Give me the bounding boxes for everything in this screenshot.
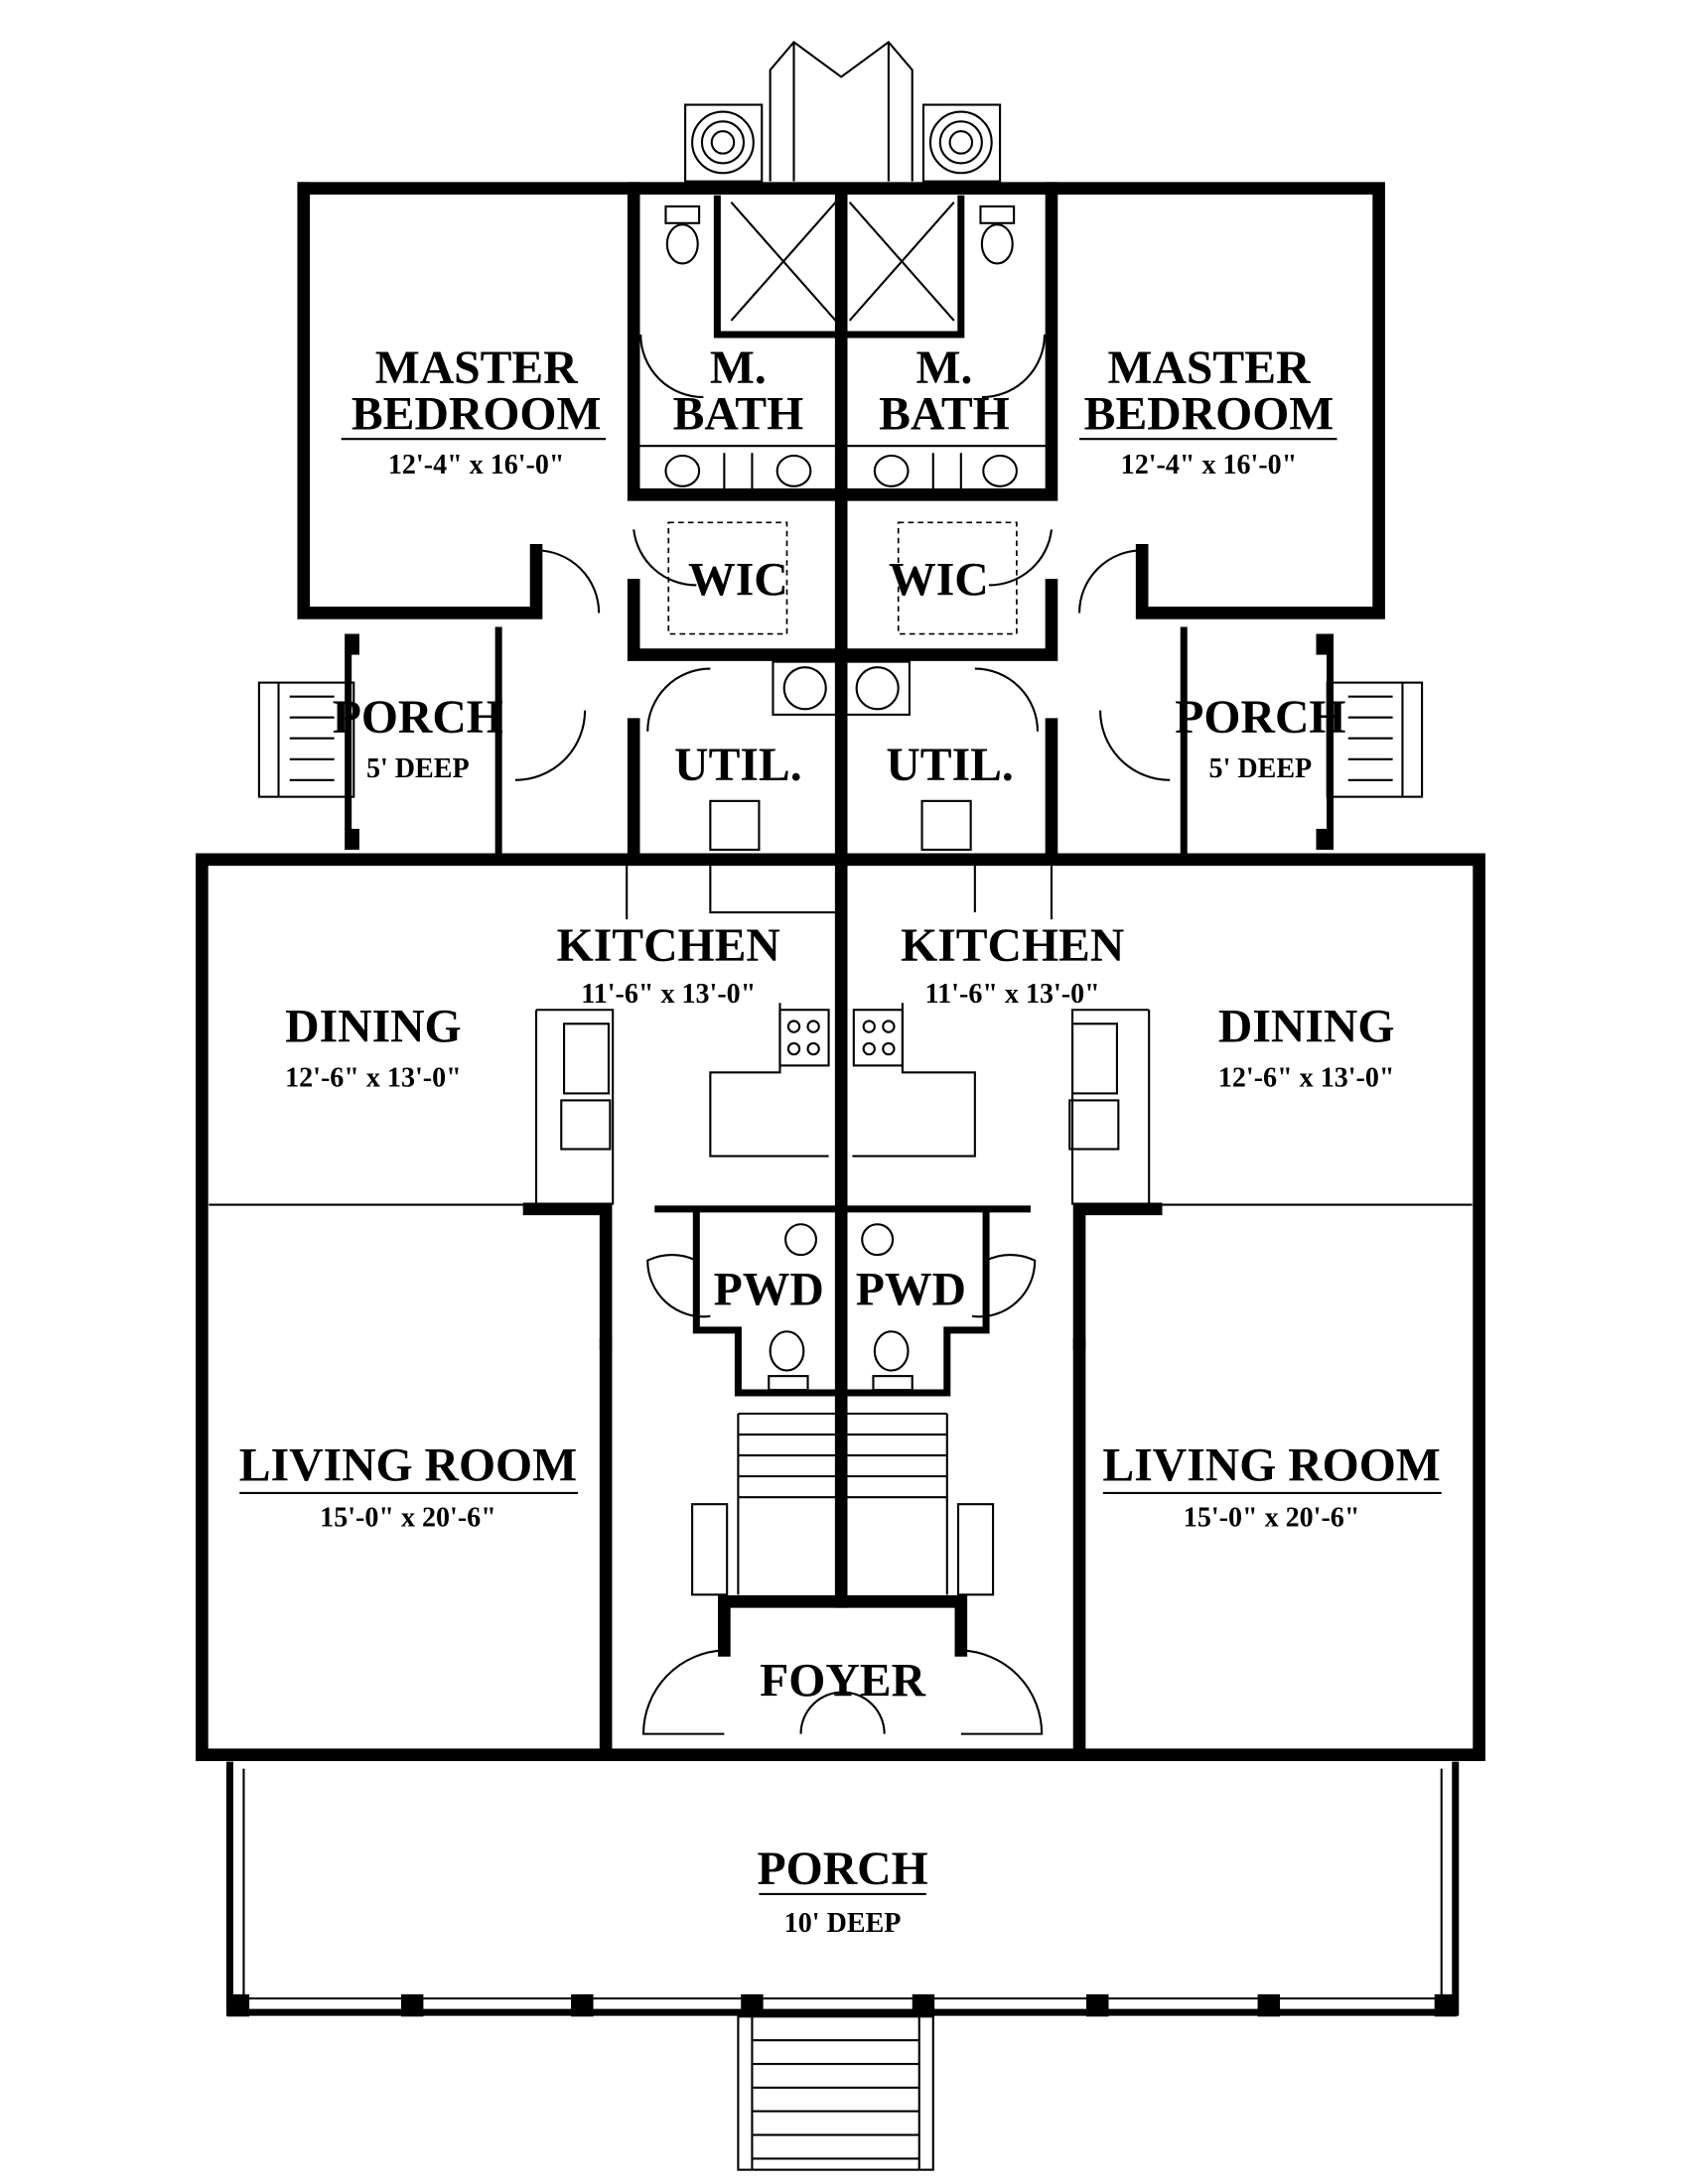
porch-left-label: PORCH <box>333 692 503 744</box>
kitchen-left-dims: 11'-6" x 13'-0" <box>581 979 756 1010</box>
ac-unit-right <box>921 103 1002 183</box>
front-porch <box>225 1761 1460 2171</box>
ac-unit-left <box>684 103 764 183</box>
side-porch-right <box>1180 626 1424 857</box>
front-porch-dims: 10' DEEP <box>784 1908 902 1939</box>
toilets-upper <box>664 205 1016 265</box>
porch-right-label: PORCH <box>1175 692 1345 744</box>
walls-main <box>196 189 1485 1761</box>
wic-right-label: WIC <box>889 554 989 606</box>
dining-right-label: DINING <box>1218 1002 1394 1053</box>
master-bedroom-right-dims: 12'-4" x 16'-0" <box>1121 450 1298 480</box>
living-left-dims: 15'-0" x 20'-6" <box>320 1503 496 1534</box>
front-porch-label: PORCH <box>758 1843 928 1895</box>
wic-left-label: WIC <box>688 554 788 606</box>
master-bedroom-left-label: MASTER <box>375 342 579 394</box>
m-bath-right-label-2: BATH <box>879 388 1010 440</box>
powder-fixtures <box>768 1223 914 1392</box>
dining-left-dims: 12'-6" x 13'-0" <box>285 1062 462 1093</box>
util-left-label: UTIL. <box>674 740 801 791</box>
pwd-right-label: PWD <box>856 1265 966 1316</box>
m-bath-right-label: M. <box>916 342 973 394</box>
kitchen-left-label: KITCHEN <box>557 920 780 972</box>
foyer-doors <box>641 1649 1044 1759</box>
foyer-label: FOYER <box>760 1656 925 1707</box>
m-bath-left-label-2: BATH <box>673 388 804 440</box>
master-bedroom-right-label-2: BEDROOM <box>1084 388 1335 440</box>
living-right-label: LIVING ROOM <box>1102 1439 1440 1491</box>
stairs <box>691 1412 995 1596</box>
living-left-label: LIVING ROOM <box>239 1439 577 1491</box>
dining-right-dims: 12'-6" x 13'-0" <box>1218 1062 1395 1093</box>
kitchen-right-label: KITCHEN <box>901 920 1124 972</box>
porch-right-dims: 5' DEEP <box>1209 753 1313 784</box>
kitchen-appliances <box>560 1009 1120 1151</box>
side-porch-left <box>257 626 502 857</box>
living-right-dims: 15'-0" x 20'-6" <box>1184 1503 1360 1534</box>
pwd-left-label: PWD <box>714 1265 824 1316</box>
master-bedroom-right-label: MASTER <box>1108 342 1312 394</box>
room-labels: MASTER BEDROOM 12'-4" x 16'-0" MASTER BE… <box>239 342 1442 1939</box>
m-bath-left-label: M. <box>710 342 767 394</box>
porch-left-dims: 5' DEEP <box>366 753 470 784</box>
util-right-label: UTIL. <box>886 740 1013 791</box>
kitchen-right-dims: 11'-6" x 13'-0" <box>925 979 1100 1010</box>
dining-left-label: DINING <box>285 1002 461 1053</box>
master-bedroom-left-dims: 12'-4" x 16'-0" <box>388 450 565 480</box>
master-bedroom-left-label-2: BEDROOM <box>352 388 602 440</box>
sinks-bath <box>664 454 1018 487</box>
rear-gate <box>769 40 914 182</box>
